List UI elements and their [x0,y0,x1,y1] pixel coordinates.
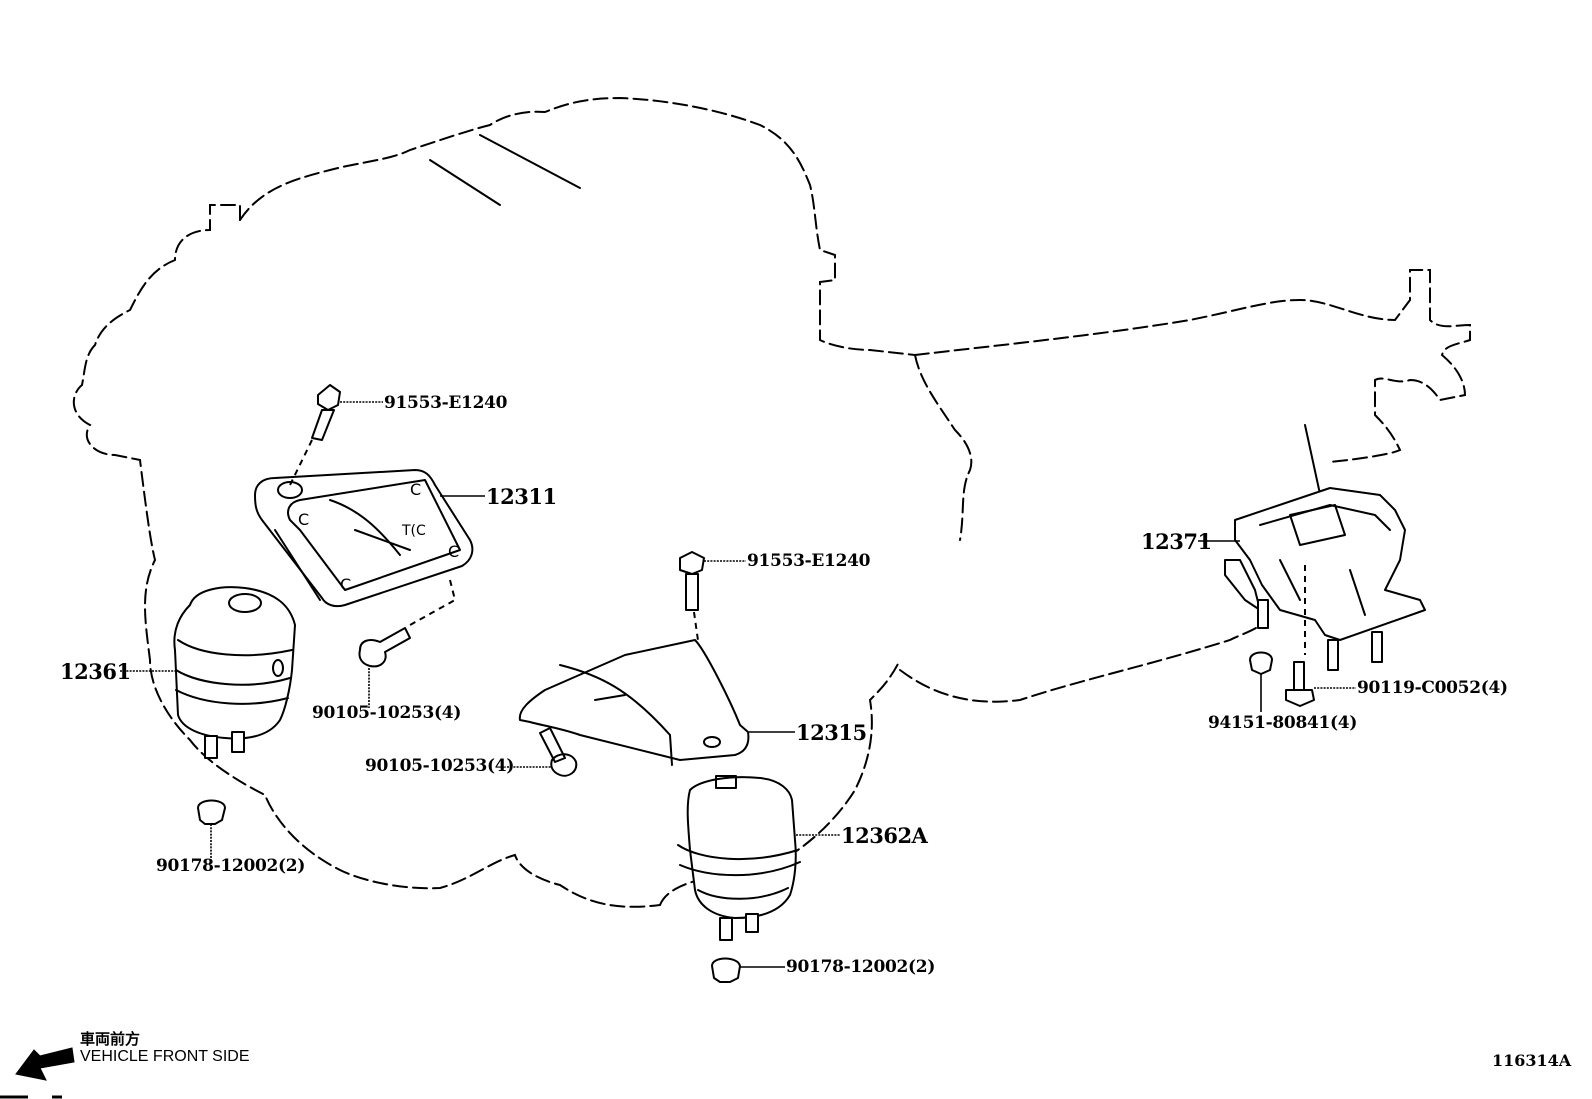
transmission-outline [914,269,1471,463]
part-label-90105-10253-left[interactable]: 90105-10253(4) [312,703,462,723]
nut-94151-drawing [1249,651,1273,675]
bracket-mark-c: C [410,480,421,499]
part-label-90105-10253-right[interactable]: 90105-10253(4) [365,756,515,776]
part-label-90119-c0052[interactable]: 90119-C0052(4) [1357,678,1508,698]
bolt-90105-left-drawing [358,627,411,668]
mount-12371-drawing [1224,487,1426,671]
engine-right-outline [914,354,973,541]
vehicle-front-side-jp: 車両前方 [80,1030,141,1048]
bolt-91553-right-drawing [679,551,705,611]
bracket-mark-tc: T(C [401,523,426,539]
bracket-12311-drawing: C C C C T(C [254,469,474,608]
part-label-91553-e1240-left[interactable]: 91553-E1240 [384,393,508,413]
part-label-12315[interactable]: 12315 [796,720,867,745]
transmission-lower-outline [899,624,1261,703]
arrow-down-left-icon [15,1047,75,1081]
mount-12361-drawing [173,586,296,759]
vehicle-front-side-en: VEHICLE FRONT SIDE [80,1048,250,1065]
part-label-12361[interactable]: 12361 [60,659,131,684]
bolt-dash-line [409,579,457,626]
bracket-mark-c: C [448,542,459,561]
mount-12362a-drawing [677,775,801,941]
nut-90178-left-drawing [197,799,226,825]
part-label-90178-12002-right[interactable]: 90178-12002(2) [786,957,936,977]
engine-cover-line [479,134,581,189]
engine-cover-line [429,159,501,206]
part-label-91553-e1240-right[interactable]: 91553-E1240 [747,551,871,571]
part-label-12311[interactable]: 12311 [486,484,557,509]
engine-outline [72,204,661,908]
engine-top-outline [239,96,916,356]
bolt-90119-drawing [1285,661,1315,707]
bolt-dash-line [289,439,313,486]
bolt-90105-right-drawing [539,727,578,777]
bracket-mark-c: C [340,575,351,594]
bolt-91553-left-drawing [311,384,341,441]
bracket-12315-drawing [518,639,750,766]
figure-id: 116314A [1492,1051,1572,1070]
bracket-mark-c: C [298,510,309,529]
part-label-12371[interactable]: 12371 [1141,529,1212,554]
part-label-90178-12002-left[interactable]: 90178-12002(2) [156,856,306,876]
part-label-12362a[interactable]: 12362A [841,823,928,848]
nut-90178-right-drawing [711,957,741,983]
part-label-94151-80841[interactable]: 94151-80841(4) [1208,713,1358,733]
